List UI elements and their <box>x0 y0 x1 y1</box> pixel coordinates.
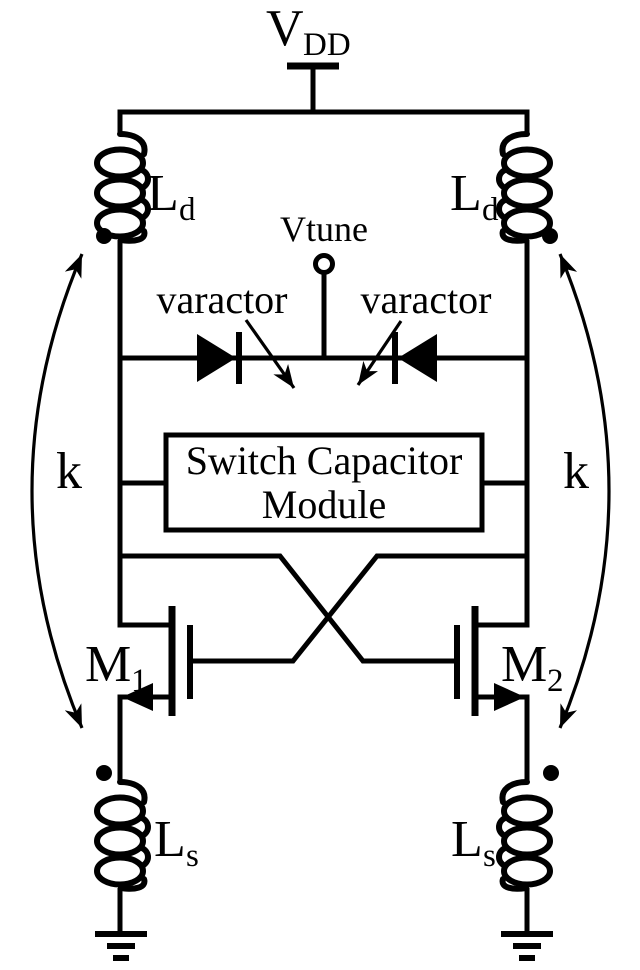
cross-wire-right-to-left-gate <box>190 553 527 664</box>
ld-right-label-subscript: d <box>482 192 499 228</box>
ls-right-label-subscript: s <box>483 838 496 874</box>
m2-label-subscript: 2 <box>547 663 564 699</box>
varactor-pointer-arrow-left <box>244 319 296 389</box>
top-rail-wire <box>117 109 530 134</box>
ground-icon <box>501 934 553 958</box>
diode-anode-icon <box>398 334 437 382</box>
ls-left-label: L <box>154 811 186 868</box>
varactor-right-label: varactor <box>360 277 491 322</box>
nmos-m1: M 1 <box>85 606 193 782</box>
source-inductor-right: L s <box>451 765 559 958</box>
source-arrow-icon <box>494 683 525 711</box>
ground-icon <box>95 934 147 958</box>
polarity-dot <box>542 228 558 244</box>
source-wire <box>475 694 530 782</box>
coupling-arc-arrow-icon <box>30 253 84 729</box>
source-inductor-left: L s <box>95 765 199 958</box>
vtune-label: Vtune <box>280 209 368 249</box>
vdd-label: V <box>266 0 304 57</box>
open-terminal-icon <box>313 253 335 275</box>
ld-left-label-subscript: d <box>179 192 196 228</box>
varactor-left-label: varactor <box>156 277 287 322</box>
drain-inductor-left: L d <box>96 134 196 244</box>
m1-label-subscript: 1 <box>131 663 148 699</box>
polarity-dot <box>96 765 112 781</box>
polarity-dot <box>543 765 559 781</box>
diode-anode-icon <box>197 334 236 382</box>
varactor-diode-right <box>392 332 437 384</box>
coupling-arc-arrow-icon <box>558 253 611 729</box>
switch-capacitor-module: Switch Capacitor Module <box>120 432 527 533</box>
drain-inductor-right: L d <box>450 134 558 244</box>
ls-left-label-subscript: s <box>186 838 199 874</box>
ls-right-label: L <box>451 811 483 868</box>
inductor-coil-icon <box>97 134 148 241</box>
module-box <box>163 432 485 533</box>
coupling-left: k <box>30 253 84 729</box>
varactor-row: varactor varactor <box>120 277 527 389</box>
vdd-label-subscript: DD <box>303 27 351 63</box>
coupling-right: k <box>558 253 611 729</box>
module-label-line2: Module <box>262 482 386 527</box>
ld-right-label: L <box>450 165 482 222</box>
ld-left-label: L <box>147 165 179 222</box>
inductor-coil-icon <box>499 134 550 241</box>
varactor-pointer-arrow-right <box>356 320 403 386</box>
inductor-coil-icon <box>97 782 148 889</box>
k-left-label: k <box>56 443 82 500</box>
source-arrow-icon <box>122 683 153 711</box>
left-rail-wire <box>117 240 172 628</box>
varactor-diode-left <box>197 332 242 384</box>
k-right-label: k <box>563 443 589 500</box>
nmos-m2: M 2 <box>454 606 564 782</box>
m1-label: M <box>85 636 131 693</box>
inductor-coil-icon <box>499 782 550 889</box>
vdd-supply: V DD <box>266 0 351 112</box>
right-rail-wire <box>475 240 530 628</box>
vtune-terminal: Vtune <box>280 209 368 358</box>
cross-wire-left-to-right-gate <box>120 553 457 664</box>
module-label-line1: Switch Capacitor <box>186 438 463 483</box>
m2-label: M <box>501 636 547 693</box>
source-wire <box>117 694 172 782</box>
cross-coupled-wiring <box>120 553 527 664</box>
polarity-dot <box>96 228 112 244</box>
